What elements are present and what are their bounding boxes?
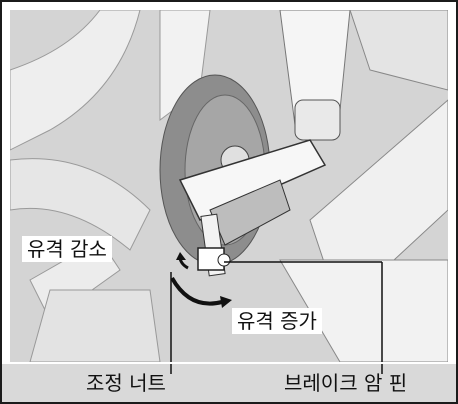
label-adjust-nut: 조정 너트 bbox=[86, 371, 166, 395]
leader-lines-bottom bbox=[170, 364, 383, 374]
label-brake-arm-pin: 브레이크 암 핀 bbox=[284, 371, 408, 395]
label-decrease: 유격 감소 bbox=[22, 236, 112, 262]
label-increase: 유격 증가 bbox=[232, 308, 322, 334]
label-strip bbox=[2, 364, 456, 402]
brake-illustration bbox=[10, 10, 448, 362]
brake-drawing bbox=[10, 10, 448, 362]
